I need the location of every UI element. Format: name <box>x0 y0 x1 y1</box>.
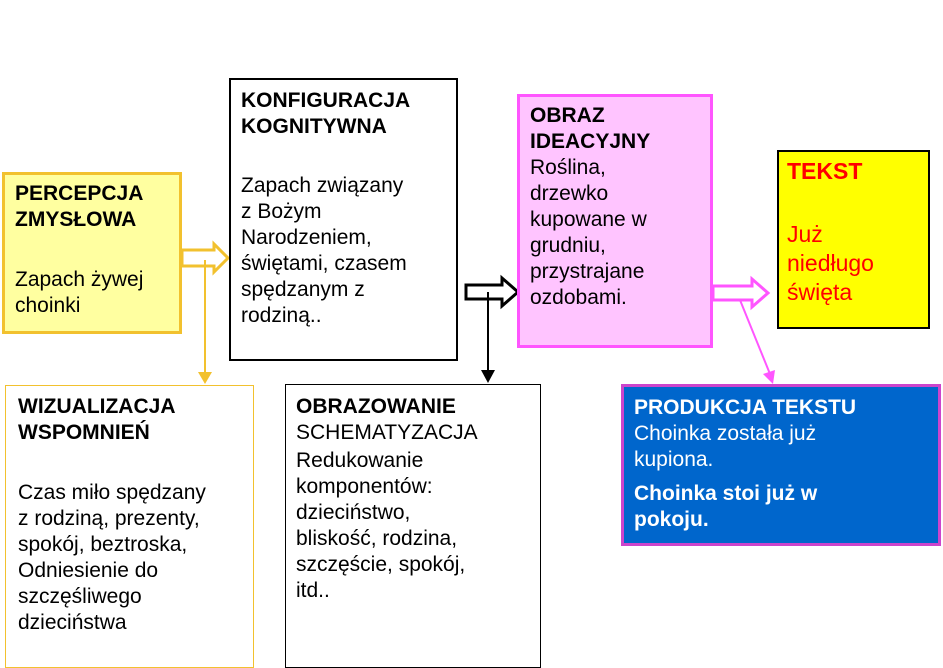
arrow-obraz-to-tekst <box>711 275 771 311</box>
konfiguracja-body: Zapach związany z Bożym Narodzeniem, świ… <box>241 174 407 327</box>
produkcja-body: Choinka została już kupiona. <box>634 422 817 471</box>
tekst-title: TEKST <box>787 158 863 184</box>
percepcja-body: Zapach żywej choinki <box>15 268 144 317</box>
obrazowanie-box: OBRAZOWANIE SCHEMATYZACJA Redukowanie ko… <box>285 384 541 668</box>
konfiguracja-title: KONFIGURACJA KOGNITYWNA <box>241 89 411 138</box>
tekst-box: TEKST Już niedługo święta <box>777 150 930 329</box>
tekst-body: Już niedługo święta <box>787 221 874 305</box>
produkcja-box: PRODUKCJA TEKSTU Choinka została już kup… <box>621 384 941 546</box>
wizualizacja-box: WIZUALIZACJA WSPOMNIEŃ Czas miło spędzan… <box>5 385 254 668</box>
obrazowanie-title: OBRAZOWANIE <box>296 395 456 418</box>
percepcja-title: PERCEPCJA ZMYSŁOWA <box>15 182 144 231</box>
produkcja-title: PRODUKCJA TEKSTU <box>634 396 857 419</box>
percepcja-box: PERCEPCJA ZMYSŁOWA Zapach żywej choinki <box>2 172 182 334</box>
konfiguracja-box: KONFIGURACJA KOGNITYWNA Zapach związany … <box>229 78 458 361</box>
arrow-to-produkcja <box>739 299 771 375</box>
wizualizacja-body: Czas miło spędzany z rodziną, prezenty, … <box>18 481 206 634</box>
arrow-konfiguracja-to-obraz <box>464 274 521 310</box>
wizualizacja-title: WIZUALIZACJA WSPOMNIEŃ <box>18 395 176 444</box>
obraz-title: OBRAZ IDEACYJNY <box>530 104 651 153</box>
arrow-percepcja-to-konfiguracja <box>180 240 231 276</box>
produkcja-emphasis: Choinka stoi już w pokoju. <box>634 482 818 531</box>
obrazowanie-subtitle: SCHEMATYZACJA <box>296 421 478 444</box>
obraz-body: Roślina, drzewko kupowane w grudniu, prz… <box>530 156 647 309</box>
obraz-box: OBRAZ IDEACYJNY Roślina, drzewko kupowan… <box>517 94 713 348</box>
obrazowanie-body: Redukowanie komponentów: dzieciństwo, bl… <box>296 449 466 602</box>
